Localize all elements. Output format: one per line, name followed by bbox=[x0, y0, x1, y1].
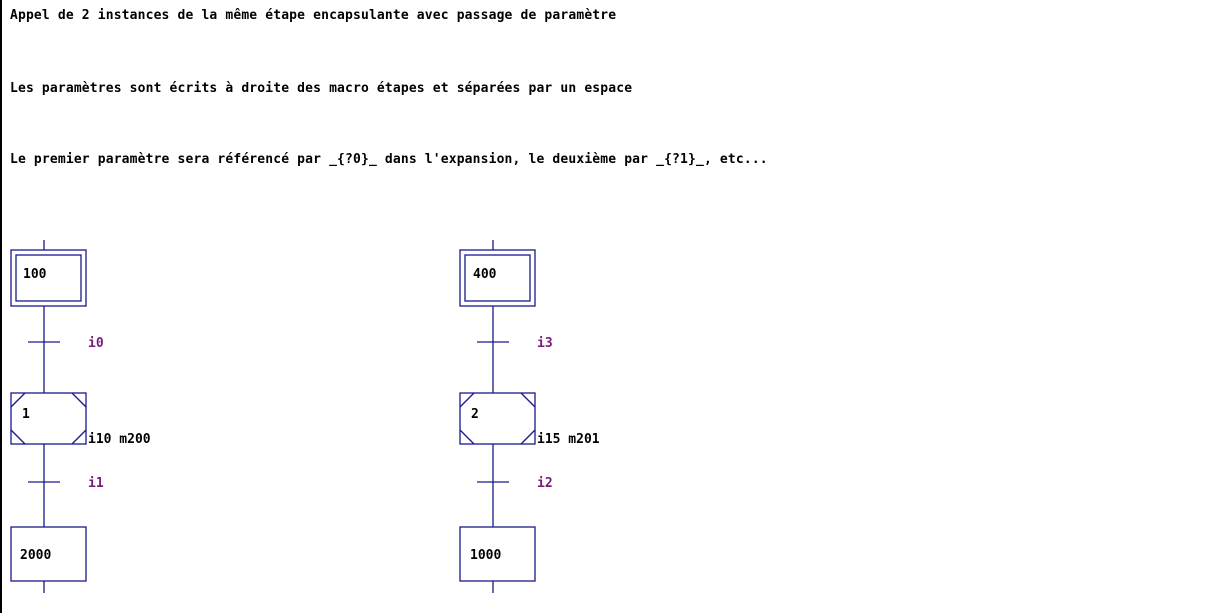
step-label: 2000 bbox=[20, 548, 51, 563]
step-right-final[interactable]: 1000 bbox=[459, 526, 536, 582]
macro-step-corner-bl bbox=[459, 429, 475, 445]
initial-step-right[interactable]: 400 bbox=[459, 249, 536, 307]
transition-condition: i3 bbox=[537, 336, 553, 351]
macro-step-corner-tl bbox=[459, 392, 475, 408]
macro-step-parameters: i10 m200 bbox=[88, 432, 151, 447]
step-frame bbox=[459, 526, 536, 582]
transition-left-2[interactable]: i1 bbox=[28, 476, 104, 491]
macro-step-frame bbox=[10, 392, 87, 445]
initial-step-label: 100 bbox=[23, 267, 47, 282]
note-line-3: Le premier paramètre sera référencé par … bbox=[10, 152, 768, 167]
transition-right-2[interactable]: i2 bbox=[477, 476, 553, 491]
macro-step-label: 1 bbox=[22, 407, 30, 422]
initial-step-inner-frame bbox=[464, 254, 531, 302]
note-line-1: Appel de 2 instances de la même étape en… bbox=[10, 8, 617, 23]
macro-step-corner-br bbox=[71, 429, 87, 445]
note-line-2: Les paramètres sont écrits à droite des … bbox=[10, 81, 633, 96]
macro-step-parameters: i15 m201 bbox=[537, 432, 600, 447]
macro-step-corner-tl bbox=[10, 392, 26, 408]
left-grafcet-chain: 100 i0 1 i10 m200 bbox=[10, 240, 151, 593]
transition-right-1[interactable]: i3 bbox=[477, 336, 553, 351]
initial-step-left[interactable]: 100 bbox=[10, 249, 87, 307]
macro-step-label: 2 bbox=[471, 407, 479, 422]
right-grafcet-chain: 400 i3 2 i15 m201 i2 bbox=[459, 240, 600, 593]
transition-condition: i1 bbox=[88, 476, 104, 491]
macro-step-corner-bl bbox=[10, 429, 26, 445]
macro-step-right[interactable]: 2 bbox=[459, 392, 536, 445]
initial-step-outer-frame bbox=[10, 249, 87, 307]
macro-step-corner-br bbox=[520, 429, 536, 445]
macro-step-frame bbox=[459, 392, 536, 445]
step-frame bbox=[10, 526, 87, 582]
transition-condition: i0 bbox=[88, 336, 104, 351]
transition-condition: i2 bbox=[537, 476, 553, 491]
macro-step-corner-tr bbox=[520, 392, 536, 408]
macro-step-left[interactable]: 1 bbox=[10, 392, 87, 445]
initial-step-inner-frame bbox=[15, 254, 82, 302]
initial-step-outer-frame bbox=[459, 249, 536, 307]
transition-left-1[interactable]: i0 bbox=[28, 336, 104, 351]
initial-step-label: 400 bbox=[473, 267, 497, 282]
step-left-final[interactable]: 2000 bbox=[10, 526, 87, 582]
macro-step-corner-tr bbox=[71, 392, 87, 408]
step-label: 1000 bbox=[470, 548, 501, 563]
